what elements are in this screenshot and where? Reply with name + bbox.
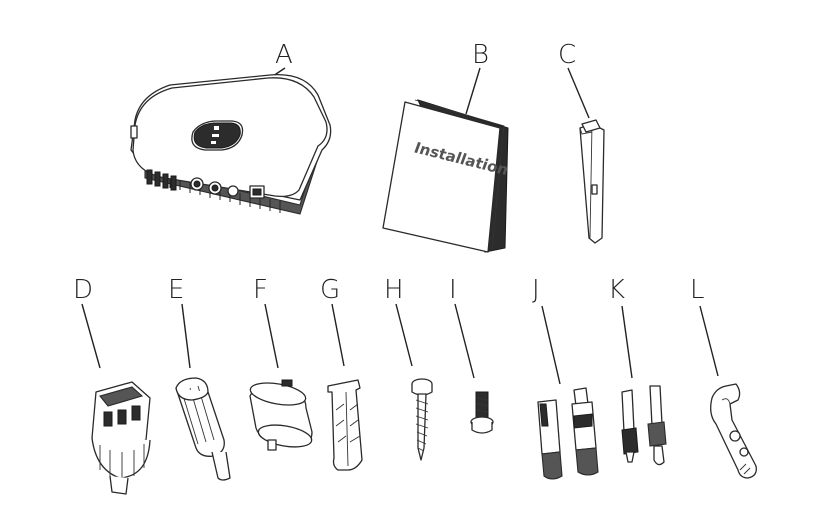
pv-contact-left-shaft — [621, 389, 635, 433]
ac-terminal-2 — [117, 409, 127, 425]
ac-terminal-1 — [103, 411, 113, 427]
item-c-mounting-bracket: C — [558, 40, 605, 244]
label-c: C — [558, 40, 576, 70]
inverter-mount-tab — [130, 125, 138, 139]
item-k-pv-contacts: K — [608, 275, 667, 466]
leader-g — [331, 303, 345, 367]
item-l-spanner-tool: L — [690, 275, 757, 479]
pv-connector-right-band — [573, 413, 593, 429]
manual-page-edge — [414, 99, 505, 251]
item-d-ac-connector: D — [73, 275, 151, 495]
wall-plug-barbs — [335, 403, 361, 443]
item-i-bolt: I — [449, 275, 494, 434]
leader-f — [264, 303, 279, 369]
item-b-manual: B Installation — [382, 40, 511, 253]
pv-contact-right-shaft — [649, 385, 663, 427]
label-b: B — [472, 40, 489, 70]
led-icon-3 — [211, 141, 216, 144]
label-h: H — [384, 275, 404, 305]
screw-thread — [415, 399, 429, 452]
leader-b — [465, 67, 481, 115]
pv-contact-right-crimp — [647, 421, 667, 447]
wall-plug-slit — [345, 391, 349, 467]
manual-cover — [382, 101, 501, 253]
item-e-comm-connector: E — [168, 275, 231, 481]
item-j-pv-connectors: J — [532, 275, 599, 480]
leader-k — [621, 305, 633, 379]
ac-connector-cable-gland — [109, 475, 129, 495]
spanner-hole-2 — [739, 447, 749, 457]
bracket-hook — [581, 119, 601, 133]
item-f-sleeve: F — [249, 275, 313, 451]
leader-h — [395, 303, 413, 367]
label-i: I — [449, 275, 457, 305]
label-k: K — [608, 275, 625, 305]
pv-contact-left-tip — [625, 451, 635, 463]
inverter-bottom-connectors — [146, 169, 265, 199]
led-icon-2 — [212, 134, 219, 137]
spanner-hole-1 — [729, 430, 741, 442]
leader-l — [699, 305, 719, 377]
led-icon-1 — [214, 126, 219, 130]
sleeve-top-ring — [249, 382, 307, 406]
ac-connector-top — [99, 386, 144, 407]
wall-plug-body — [327, 379, 363, 471]
label-e: E — [168, 275, 184, 305]
label-j: J — [532, 275, 540, 305]
pv-connector-right-nut — [575, 447, 599, 476]
spanner-jaw — [721, 398, 731, 405]
item-a-inverter: A — [130, 40, 332, 215]
ac-connector-nut — [91, 437, 151, 479]
bracket-edges — [579, 123, 593, 239]
bolt-thread — [475, 397, 489, 413]
pv-connector-left-latch — [539, 403, 549, 427]
sleeve-latch — [267, 439, 277, 451]
item-g-wall-plug: G — [320, 275, 363, 471]
spanner-grip — [739, 463, 751, 475]
leader-d — [81, 303, 101, 369]
label-d: D — [73, 275, 93, 305]
pv-connector-left-nut — [541, 451, 563, 480]
label-a: A — [275, 40, 293, 70]
item-h-screw: H — [384, 275, 433, 461]
leader-i — [454, 303, 475, 379]
ac-terminal-3 — [131, 405, 141, 421]
label-f: F — [253, 275, 268, 305]
pv-contact-right-tip — [653, 445, 665, 466]
leader-e — [181, 303, 191, 369]
leader-j — [541, 305, 561, 385]
bolt-head — [471, 422, 493, 434]
ac-nut-ribs — [99, 444, 145, 478]
leader-c — [567, 67, 590, 119]
pv-contact-left-crimp — [621, 427, 639, 455]
sleeve-clip — [281, 379, 293, 387]
label-l: L — [690, 275, 705, 305]
bracket-slot — [591, 184, 598, 195]
label-g: G — [320, 275, 340, 305]
comm-connector-cap — [175, 387, 209, 401]
comm-connector-tail — [211, 451, 231, 481]
